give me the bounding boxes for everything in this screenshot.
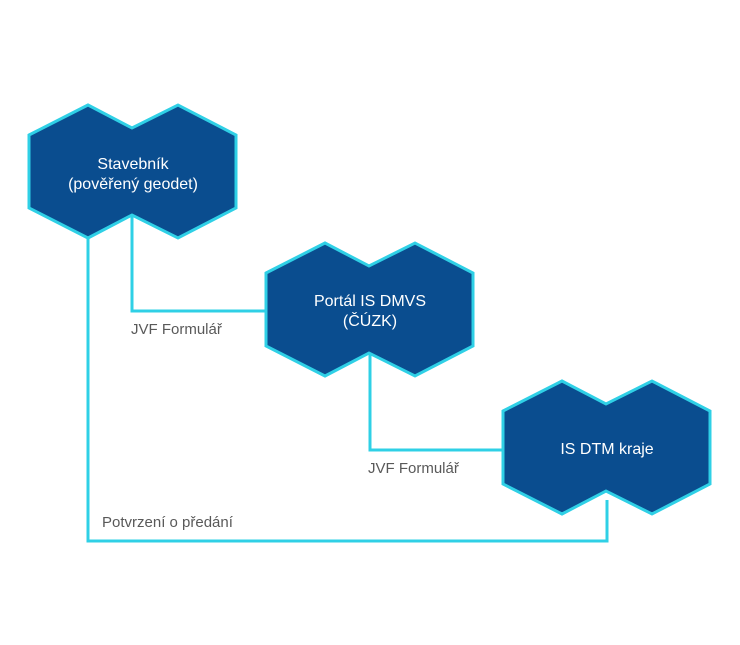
- connector-portal-dtm: [368, 352, 505, 452]
- node-dtm-kraje: IS DTM kraje: [501, 379, 712, 516]
- node-stavebnik-line2: (pověřený geodet): [68, 176, 198, 193]
- node-portal-line1: Portál IS DMVS: [314, 293, 426, 310]
- node-portal-line2: (ČÚZK): [343, 311, 397, 330]
- node-stavebnik-shape: [27, 103, 238, 240]
- connector-dtm-stavebnik: [86, 226, 609, 543]
- edge-label-jvf-1: JVF Formulář: [131, 321, 223, 338]
- node-dtm-shape: [501, 379, 712, 516]
- node-dtm-line1: IS DTM kraje: [560, 441, 653, 458]
- connector-stavebnik-portal: [130, 213, 268, 313]
- edge-label-potvrzeni: Potvrzení o předání: [102, 514, 234, 531]
- node-stavebnik: Stavebník (pověřený geodet): [27, 103, 238, 240]
- node-portal-dmvs: Portál IS DMVS (ČÚZK): [264, 241, 475, 378]
- node-stavebnik-line1: Stavebník: [97, 156, 169, 173]
- edge-label-jvf-2: JVF Formulář: [368, 460, 460, 477]
- node-portal-shape: [264, 241, 475, 378]
